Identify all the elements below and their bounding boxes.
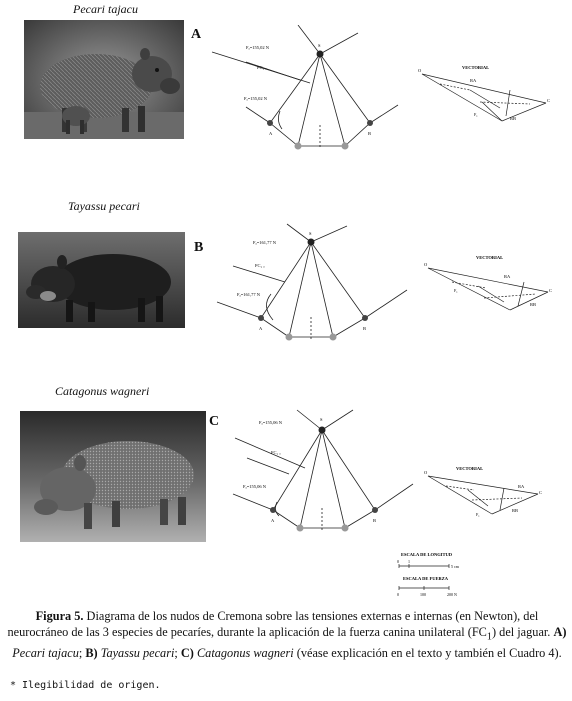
figure-caption: Figura 5. Diagrama de los nudos de Cremo… xyxy=(4,608,570,661)
cremona-diagram-a: Fₐ=155,02 N FC₁ ₐ Fₐ=155,02 N S A B xyxy=(211,25,399,150)
vlabel-f1-c: F₁ xyxy=(476,512,480,517)
caption-c-label: C) xyxy=(180,646,194,661)
force-left-label-c: Fₐ=155,06 N xyxy=(243,484,267,490)
caption-b-name: Tayassu pecari xyxy=(100,646,175,661)
node-a-a: A xyxy=(269,131,273,136)
node-b-b: B xyxy=(363,326,366,331)
vlabel-ra-b: RA xyxy=(504,274,511,279)
length-scale-title: ESCALA DE LONGITUD xyxy=(401,552,453,557)
vectorial-diagram-b: VECTORIAL O RA C RB F₁ xyxy=(424,255,552,311)
length-tick-1: 1 xyxy=(408,559,410,564)
vectorial-title-a: VECTORIAL xyxy=(462,65,489,70)
node-s-a: S xyxy=(318,43,321,48)
caption-text-3: (véase explicación en el texto y también… xyxy=(293,646,562,661)
vlabel-rb-c: RB xyxy=(512,508,518,513)
panel-letter-b: B xyxy=(194,240,204,255)
vlabel-c-b: C xyxy=(549,288,552,293)
cremona-diagram-c: Fₐ=155,06 N FC₁ ₐ Fₐ=155,06 N S A B xyxy=(232,409,414,532)
force-top-label-c: Fₐ=155,06 N xyxy=(259,420,283,426)
force-top-label-a: Fₐ=155,02 N xyxy=(246,45,270,51)
node-s-c: S xyxy=(320,417,323,422)
force-tick-100: 100 xyxy=(420,592,426,597)
photo-tayassu-pecari xyxy=(18,232,185,328)
vlabel-c-a: C xyxy=(547,98,550,103)
caption-sep-2: ; xyxy=(174,646,181,661)
force-tick-0: 0 xyxy=(397,592,399,597)
scale-legend: ESCALA DE LONGITUD 0 1 5 cm ESCALA DE FU… xyxy=(397,552,460,597)
vlabel-ra-a: RA xyxy=(470,78,477,83)
photo-catagonus-wagneri xyxy=(20,411,206,542)
cremona-diagram-b: Fₐ=161,77 N FC₁ ₐ Fₐ=161,77 N S A B xyxy=(216,223,408,341)
node-b-a: B xyxy=(368,131,371,136)
fc-label-a: FC₁ ₐ xyxy=(257,65,267,70)
node-a-c: A xyxy=(271,518,275,523)
vlabel-rb-b: RB xyxy=(530,302,536,307)
caption-sub: 1 xyxy=(486,631,492,643)
length-tick-5: 5 cm xyxy=(451,564,460,569)
vectorial-diagram-c: VECTORIAL O RA C RB F₁ xyxy=(424,466,542,517)
caption-text-2: ) del jaguar. xyxy=(492,625,554,639)
caption-fig-label: Figura 5. xyxy=(35,609,84,623)
caption-a-label: A) xyxy=(553,625,567,639)
panel-letter-a: A xyxy=(191,27,202,42)
vlabel-ra-c: RA xyxy=(518,484,525,489)
panel-letter-c: C xyxy=(209,414,220,429)
force-scale-title: ESCALA DE FUERZA xyxy=(403,576,449,581)
force-tick-200: 200 N xyxy=(447,592,457,597)
caption-a-name: Pecari tajacu xyxy=(12,646,79,661)
node-a-b: A xyxy=(259,326,263,331)
force-top-label-b: Fₐ=161,77 N xyxy=(253,240,277,246)
caption-sep-1: ; xyxy=(78,646,86,661)
vlabel-c-c: C xyxy=(539,490,542,495)
vectorial-title-c: VECTORIAL xyxy=(456,466,483,471)
vlabel-o-c: O xyxy=(424,470,428,475)
node-b-c: B xyxy=(373,518,376,523)
length-tick-0: 0 xyxy=(397,559,399,564)
fc-label-c: FC₁ ₐ xyxy=(271,450,281,455)
vectorial-title-b: VECTORIAL xyxy=(476,255,503,260)
caption-c-name: Catagonus wagneri xyxy=(196,646,294,661)
node-s-b: S xyxy=(309,231,312,236)
footnote: * Ilegibilidad de origen. xyxy=(10,680,161,691)
force-left-label-b: Fₐ=161,77 N xyxy=(237,292,261,298)
species-label-c: Catagonus wagneri xyxy=(55,384,150,398)
photo-pecari-tajacu xyxy=(24,20,184,139)
vlabel-o-a: O xyxy=(418,68,422,73)
vlabel-f1-b: F₁ xyxy=(454,288,458,293)
vlabel-o-b: O xyxy=(424,262,428,267)
caption-b-label: B) xyxy=(85,646,98,661)
vectorial-diagram-a: VECTORIAL O RA C RB F₁ xyxy=(418,65,550,122)
force-left-label-a: Fₐ=155,02 N xyxy=(244,96,268,102)
caption-text-1: Diagrama de los nudos de Cremona sobre l… xyxy=(7,609,539,639)
species-label-a: Pecari tajacu xyxy=(73,2,138,16)
vlabel-f1-a: F₁ xyxy=(474,112,478,117)
species-label-b: Tayassu pecari xyxy=(68,199,140,213)
vlabel-rb-a: RB xyxy=(510,116,516,121)
fc-label-b: FC₁ ₐ xyxy=(255,263,265,268)
